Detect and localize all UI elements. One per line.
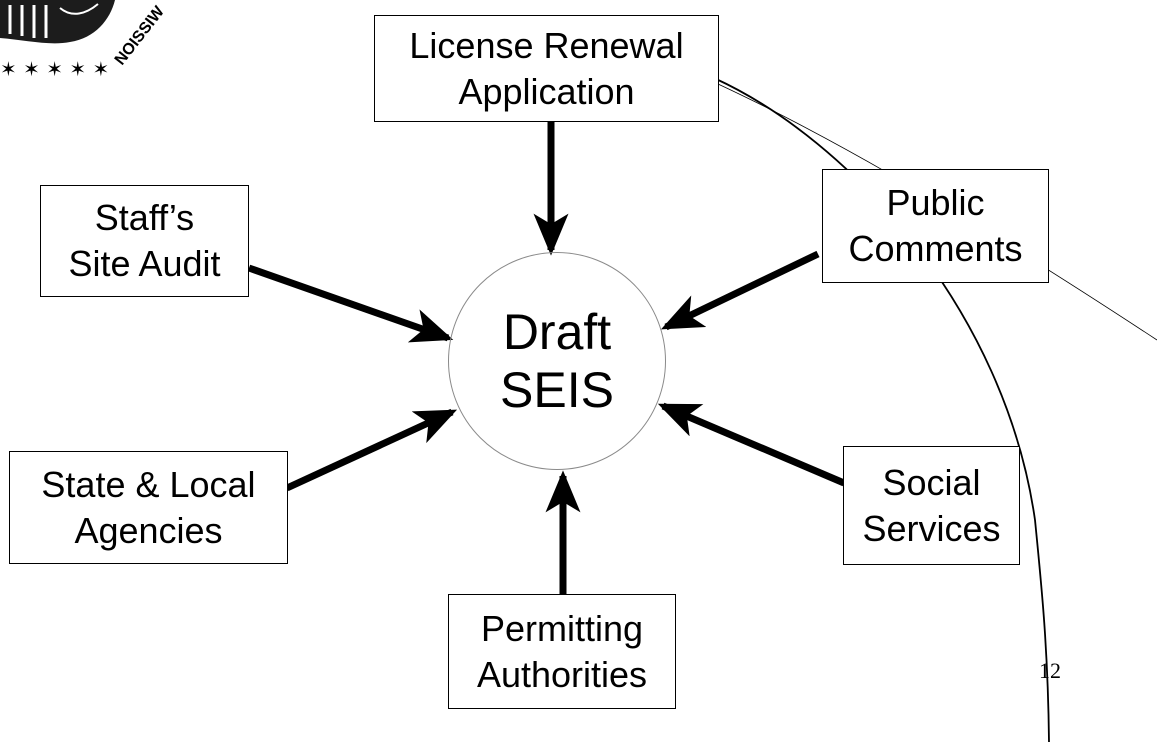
permitting-box: Permitting Authorities: [448, 594, 676, 709]
arrow-audit-to-center: [247, 264, 454, 343]
site-audit-line2: Site Audit: [68, 243, 221, 284]
public-comments-line1: Public: [886, 182, 985, 223]
license-renewal-box: License Renewal Application: [374, 15, 719, 122]
state-local-line1: State & Local: [41, 463, 256, 505]
center-line1: Draft: [502, 304, 612, 360]
permitting-line1: Permitting: [480, 607, 644, 649]
social-services-box: Social Services: [843, 446, 1020, 565]
svg-text:✶ ✶ ✶ ✶ ✶: ✶ ✶ ✶ ✶ ✶: [0, 57, 109, 81]
page-number: 12: [1039, 658, 1061, 683]
state-local-line2: Agencies: [74, 509, 223, 551]
arrows: [247, 122, 846, 594]
site-audit-box: Staff’s Site Audit: [40, 185, 249, 297]
state-local-box: State & Local Agencies: [9, 451, 288, 564]
seal-logo: ✶ ✶ ✶ ✶ ✶ NOISSIW: [0, 0, 168, 81]
svg-text:NOISSIW: NOISSIW: [112, 3, 169, 69]
public-comments-box: Public Comments: [822, 169, 1049, 283]
center-line2: SEIS: [500, 362, 614, 418]
license-renewal-line1: License Renewal: [409, 24, 684, 66]
arrow-state-to-center: [285, 408, 458, 492]
social-services-line1: Social: [882, 461, 981, 503]
site-audit-line1: Staff’s: [94, 197, 195, 238]
social-services-line2: Services: [862, 507, 1001, 549]
license-renewal-line2: Application: [458, 70, 635, 112]
public-comments-line2: Comments: [848, 228, 1023, 269]
arrow-social-to-center: [657, 402, 846, 487]
permitting-line2: Authorities: [476, 653, 648, 695]
arrow-public-to-center: [660, 250, 820, 331]
draft-seis-node: Draft SEIS: [448, 252, 666, 470]
